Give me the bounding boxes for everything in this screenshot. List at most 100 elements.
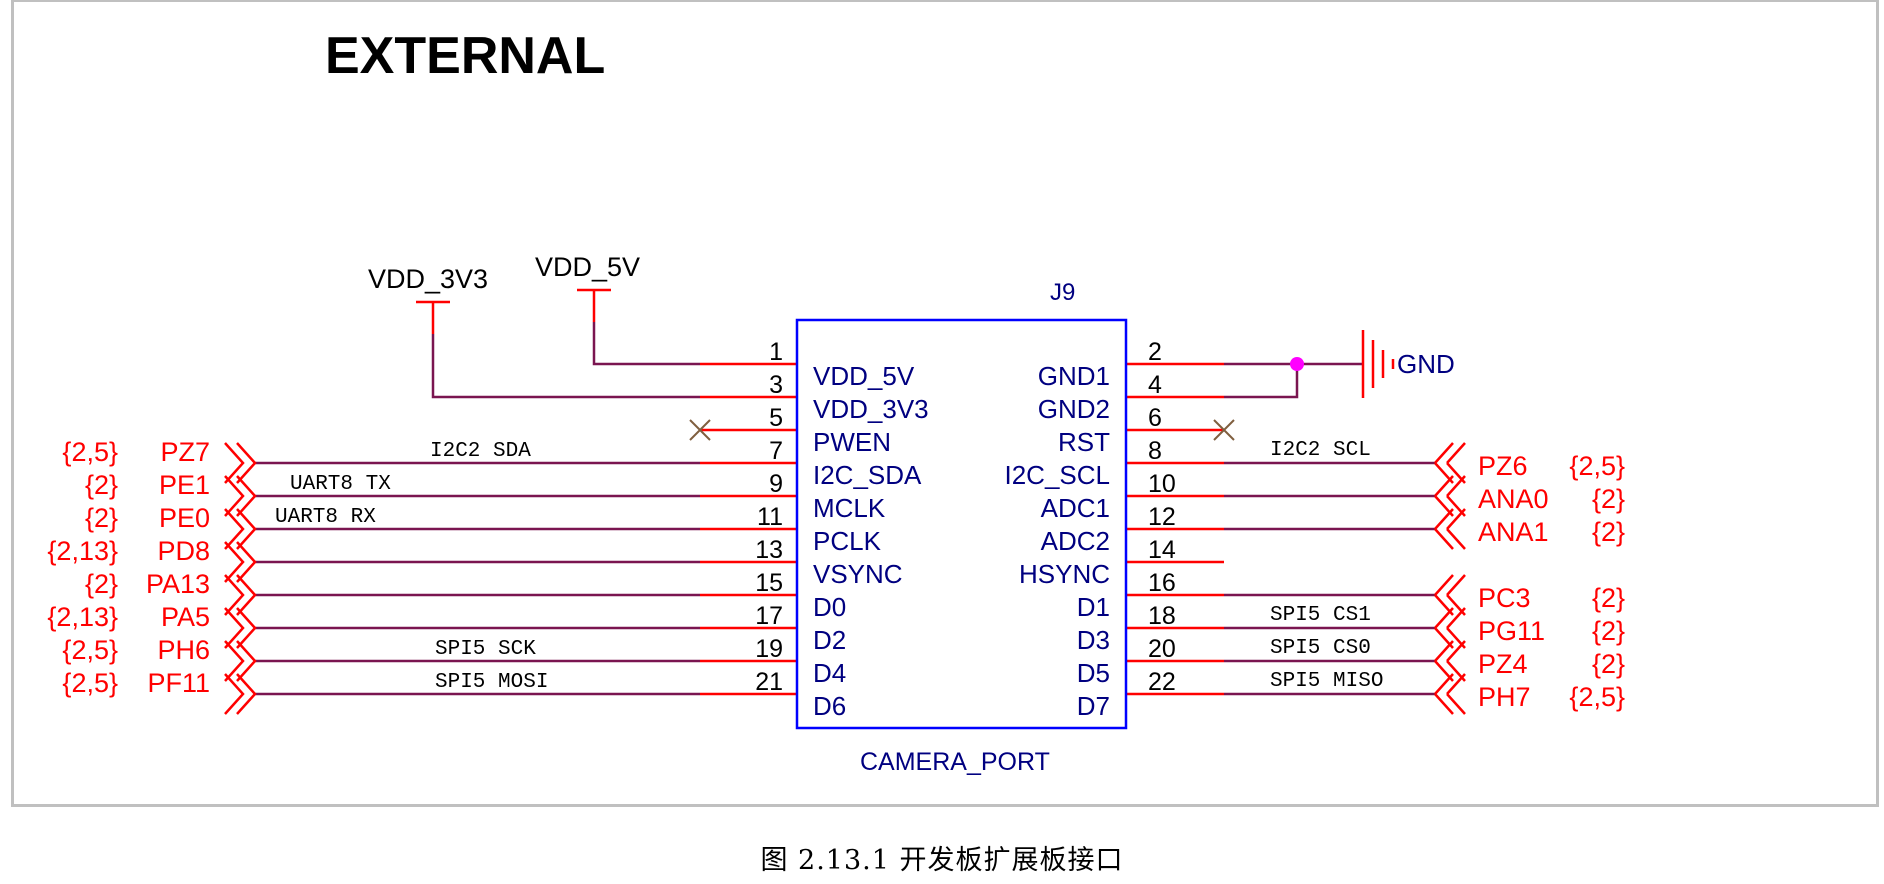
pin-number: 12	[1148, 503, 1176, 531]
net-label: SPI5 CS0	[1270, 637, 1371, 660]
pin-number: 16	[1148, 569, 1176, 597]
sheet-title: EXTERNAL	[325, 27, 605, 85]
port-chevron-icon	[1434, 508, 1466, 550]
pin-number: 6	[1148, 404, 1162, 432]
port-chevron-icon	[1434, 574, 1466, 616]
port-sheet-ref: {2}	[1592, 616, 1625, 646]
port-sheet-ref: {2}	[1592, 484, 1625, 514]
net-label: UART8 RX	[275, 506, 376, 529]
pin-name: D0	[813, 592, 846, 622]
port-name: PE1	[159, 470, 210, 500]
port-name: PG11	[1478, 616, 1545, 646]
pin-number: 13	[755, 536, 783, 564]
pin-name: VDD_5V	[813, 361, 915, 391]
net-label: I2C2 SCL	[1270, 439, 1371, 462]
pin-name: D3	[1077, 625, 1110, 655]
component-body[interactable]	[795, 318, 1128, 730]
net-label: SPI5 MISO	[1270, 670, 1383, 693]
pin-name: I2C_SCL	[1005, 460, 1111, 490]
pin-name: D4	[813, 658, 846, 688]
pin-number: 19	[755, 635, 783, 663]
port-chevron-icon	[224, 508, 257, 550]
port-sheet-ref: {2,5}	[62, 635, 118, 665]
port-sheet-ref: {2,5}	[1569, 682, 1625, 712]
port-chevron-icon	[224, 475, 257, 517]
pin-name: ADC1	[1041, 493, 1110, 523]
port-name: PF11	[147, 668, 210, 698]
pin-name: RST	[1058, 427, 1110, 457]
pin-name: PWEN	[813, 427, 891, 457]
port-chevron-icon	[1434, 475, 1466, 517]
pin-number: 8	[1148, 437, 1162, 465]
net-label: UART8 TX	[290, 473, 391, 496]
junction-dot-icon	[1290, 357, 1304, 371]
port-sheet-ref: {2}	[1592, 517, 1625, 547]
net-label: SPI5 MOSI	[435, 671, 548, 694]
port-sheet-ref: {2,13}	[47, 536, 118, 566]
port-sheet-ref: {2}	[85, 503, 118, 533]
pin-number: 1	[769, 338, 783, 366]
no-connect-icon	[1213, 419, 1235, 441]
port-name: PZ4	[1478, 649, 1528, 679]
port-chevron-icon	[1434, 607, 1466, 649]
port-sheet-ref: {2}	[1592, 649, 1625, 679]
port-name: PC3	[1478, 583, 1531, 613]
power-label: VDD_3V3	[368, 264, 488, 294]
port-name: PZ7	[160, 437, 210, 467]
component-value: CAMERA_PORT	[860, 748, 1050, 776]
pin-name: GND1	[1038, 361, 1110, 391]
pin-name: I2C_SDA	[813, 460, 922, 490]
port-chevron-icon	[224, 442, 257, 484]
port-name: PZ6	[1478, 451, 1528, 481]
power-label: VDD_5V	[535, 252, 640, 282]
pin-name: D5	[1077, 658, 1110, 688]
pin-number: 20	[1148, 635, 1176, 663]
no-connect-icon	[689, 419, 711, 441]
port-sheet-ref: {2,5}	[1569, 451, 1625, 481]
pin-number: 22	[1148, 668, 1176, 696]
pin-labels: VDD_5VVDD_3V3PWENI2C_SDAMCLKPCLKVSYNCD0D…	[813, 361, 1110, 721]
port-chevron-icon	[1434, 442, 1466, 484]
pin-number: 9	[769, 470, 783, 498]
pin-name: MCLK	[813, 493, 886, 523]
port-sheet-ref: {2,13}	[47, 602, 118, 632]
port-chevron-icon	[224, 607, 257, 649]
port-chevron-icon	[224, 673, 257, 715]
port-sheet-ref: {2,5}	[62, 437, 118, 467]
pin-number: 15	[755, 569, 783, 597]
port-chevron-icon	[224, 640, 257, 682]
pin-name: D2	[813, 625, 846, 655]
port-sheet-ref: {2}	[85, 569, 118, 599]
port-chevron-icon	[224, 541, 257, 583]
schematic-frame	[11, 0, 1879, 807]
pin-number: 14	[1148, 536, 1176, 564]
pin-name: ADC2	[1041, 526, 1110, 556]
pin-number: 11	[757, 503, 783, 531]
port-sheet-ref: {2}	[85, 470, 118, 500]
component-ref: J9	[1050, 279, 1075, 306]
port-chevron-icon	[1434, 673, 1466, 715]
port-name: PD8	[157, 536, 210, 566]
figure-caption: 图 2.13.1 开发板扩展板接口	[760, 845, 1124, 876]
pin-name: D1	[1077, 592, 1110, 622]
wire	[431, 334, 700, 399]
net-label: SPI5 CS1	[1270, 604, 1371, 627]
pin-name: VDD_3V3	[813, 394, 929, 424]
port-sheet-ref: {2}	[1592, 583, 1625, 613]
pin-name: HSYNC	[1019, 559, 1110, 589]
pin-number: 21	[755, 668, 783, 696]
wires	[255, 322, 1435, 696]
pin-name: D6	[813, 691, 846, 721]
port-name: PH6	[157, 635, 210, 665]
port-name: ANA0	[1478, 484, 1549, 514]
port-chevron-icon	[224, 574, 257, 616]
ground-label: GND	[1397, 349, 1455, 379]
wire	[592, 322, 700, 366]
pin-name: GND2	[1038, 394, 1110, 424]
pin-number: 2	[1148, 338, 1162, 366]
pin-number: 10	[1148, 470, 1176, 498]
